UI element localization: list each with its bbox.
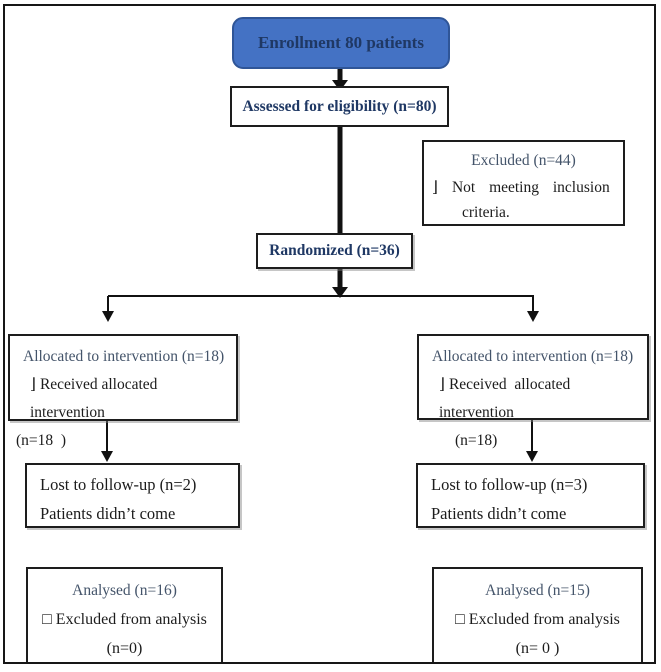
- excluded-box: Excluded (n=44) ⌋ Not meeting inclusion …: [422, 140, 625, 226]
- allocation-right-detail-text: Received allocated intervention: [439, 376, 575, 421]
- bracket-bullet-icon: ⌋: [30, 376, 37, 393]
- analysis-left-count: (n=0): [106, 640, 143, 657]
- followup-left-line2: Patients didn’t come: [40, 504, 176, 523]
- excluded-reason-continued: criteria.: [462, 204, 510, 221]
- analysis-left-detail: □ Excluded from analysis: [28, 605, 221, 634]
- excluded-reason-text: Not meeting inclusion: [451, 179, 610, 196]
- arrowhead-randomized-to-branch: [332, 287, 348, 298]
- arrowhead-branch-to-allocation-left: [102, 311, 114, 322]
- allocation-left-detail: ⌋ Received allocated intervention: [30, 371, 230, 427]
- analysis-right-title: Analysed (n=15): [485, 582, 590, 599]
- allocation-left-count: (n=18 ): [16, 432, 67, 449]
- followup-right-box: Lost to follow-up (n=3) Patients didn’t …: [416, 463, 645, 528]
- allocation-right-box: Allocated to intervention (n=18) ⌋ Recei…: [417, 334, 649, 449]
- analysis-right-detail: □ Excluded from analysis: [434, 605, 641, 634]
- allocation-left-box: Allocated to intervention (n=18) ⌋ Recei…: [8, 334, 238, 449]
- enrollment-box: Enrollment 80 patients: [232, 17, 450, 69]
- enrollment-label: Enrollment 80 patients: [258, 33, 424, 52]
- analysis-right-box: Analysed (n=15) □ Excluded from analysis…: [432, 567, 643, 664]
- allocation-right-count: (n=18): [455, 432, 498, 449]
- allocation-left-detail-text: Received allocated intervention: [30, 376, 162, 421]
- randomized-box: Randomized (n=36): [256, 233, 413, 269]
- excluded-reason-line: ⌋ Not meeting inclusion: [432, 175, 615, 200]
- analysis-left-detail-text: Excluded from analysis: [55, 611, 207, 628]
- analysis-left-title: Analysed (n=16): [72, 582, 177, 599]
- randomized-label: Randomized (n=36): [269, 242, 400, 259]
- allocation-right-detail: ⌋ Received allocated intervention: [439, 371, 641, 427]
- square-bullet-icon: □: [42, 611, 52, 628]
- allocation-right-title: Allocated to intervention (n=18): [432, 348, 634, 365]
- analysis-left-box: Analysed (n=16) □ Excluded from analysis…: [26, 567, 223, 664]
- assessed-eligibility-box: Assessed for eligibility (n=80): [230, 86, 449, 127]
- assessed-eligibility-label: Assessed for eligibility (n=80): [242, 97, 437, 115]
- arrowhead-branch-to-allocation-right: [527, 311, 539, 322]
- bracket-bullet-icon: ⌋: [439, 376, 446, 393]
- arrowhead-allocation-to-followup-right: [526, 451, 538, 462]
- arrowhead-enrollment-to-assessed: [332, 80, 348, 91]
- analysis-right-detail-text: Excluded from analysis: [468, 611, 620, 628]
- arrowhead-allocation-to-followup-left: [101, 451, 113, 462]
- analysis-right-count: (n= 0 ): [515, 640, 560, 657]
- followup-left-box: Lost to follow-up (n=2) Patients didn’t …: [25, 463, 240, 528]
- followup-right-line1: Lost to follow-up (n=3): [431, 475, 588, 494]
- followup-left-line1: Lost to follow-up (n=2): [40, 475, 197, 494]
- excluded-title: Excluded (n=44): [471, 152, 576, 169]
- bracket-bullet-icon: ⌋: [432, 179, 439, 196]
- followup-right-line2: Patients didn’t come: [431, 504, 567, 523]
- allocation-left-title: Allocated to intervention (n=18): [23, 348, 225, 365]
- square-bullet-icon: □: [455, 611, 465, 628]
